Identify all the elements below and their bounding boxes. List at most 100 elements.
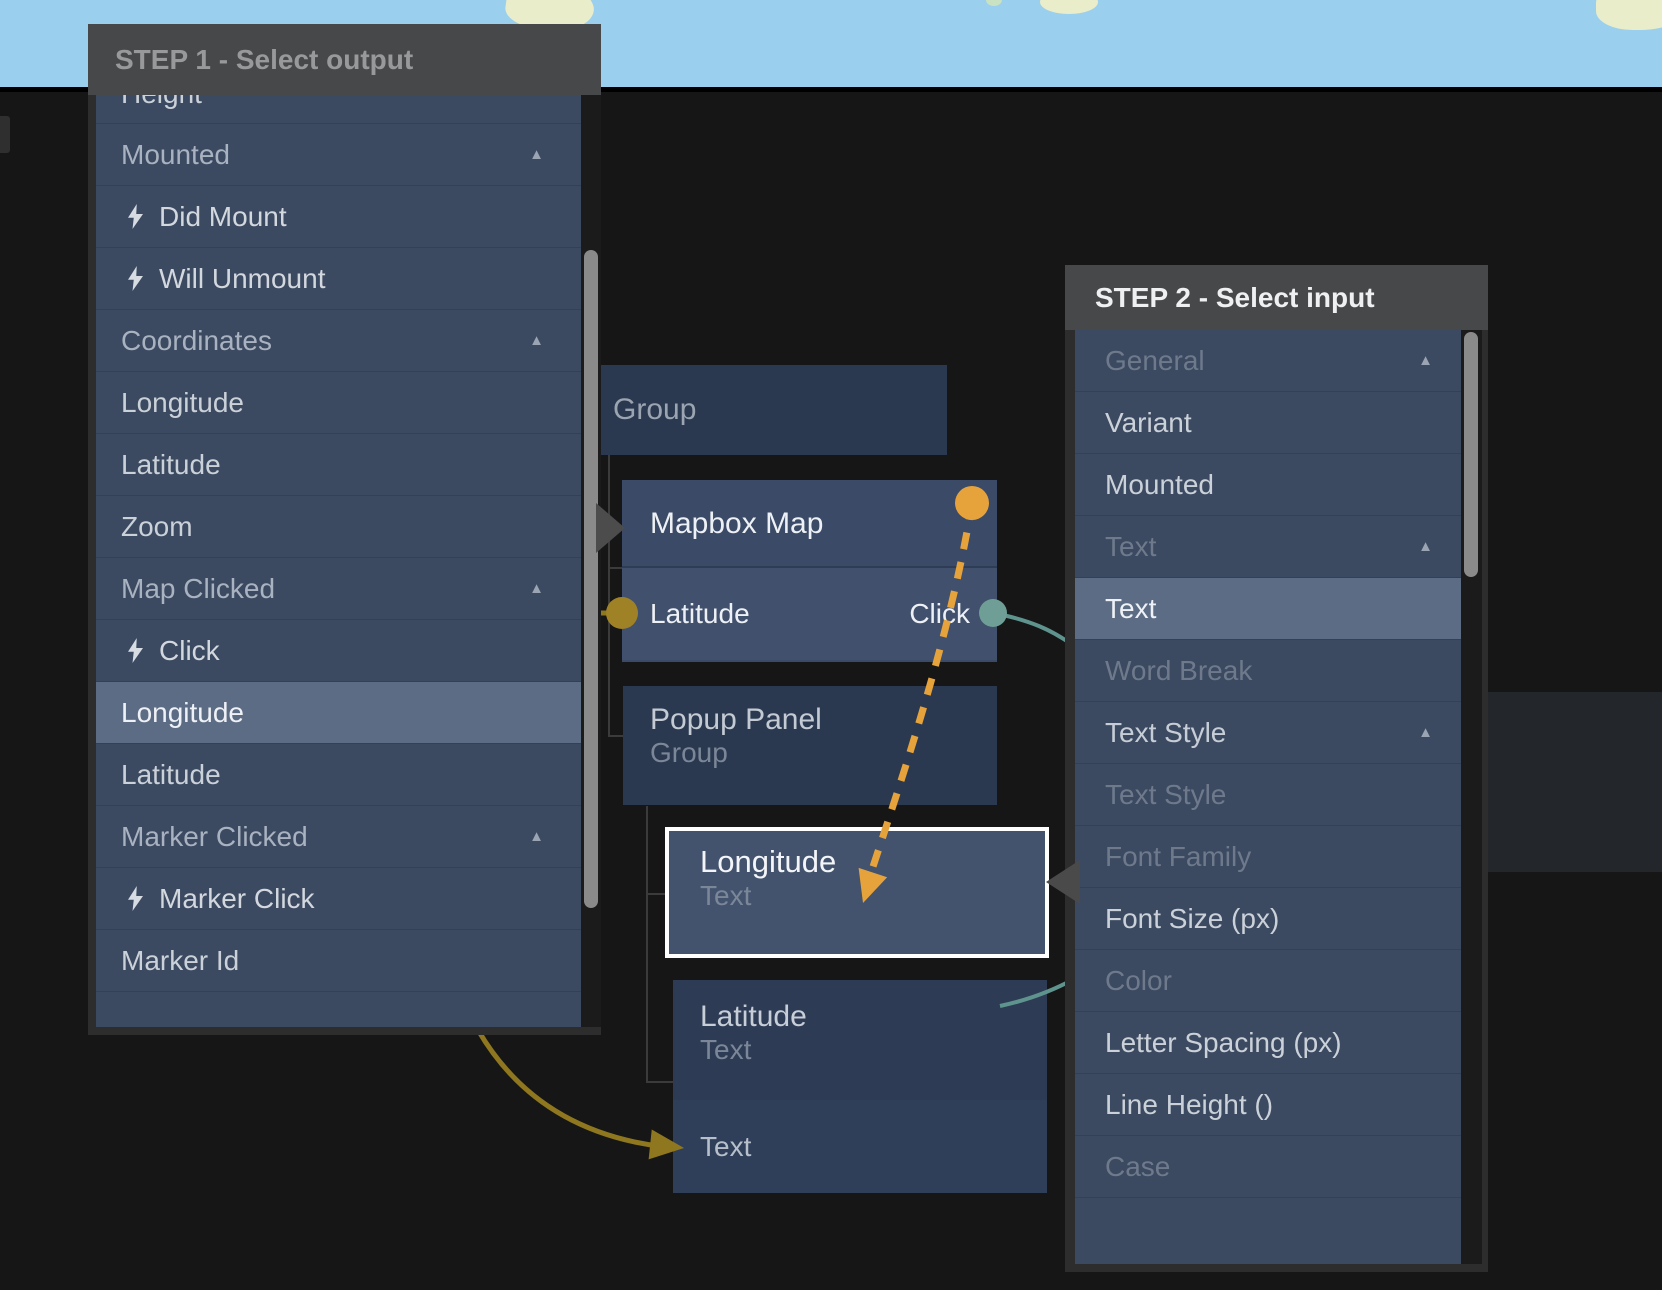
input-port-text[interactable]: Text (673, 1100, 1047, 1193)
step1-item-longitude[interactable]: Longitude (96, 682, 581, 744)
step1-item-mounted[interactable]: Mounted ▲ (96, 124, 581, 186)
step2-item-font-family[interactable]: Font Family (1075, 826, 1461, 888)
node-subtitle: Group (650, 737, 728, 768)
node-latitude-text[interactable]: Latitude Text Text (673, 980, 1047, 1193)
collapse-arrow-icon[interactable]: ▲ (529, 580, 544, 597)
item-label: Color (1105, 964, 1172, 996)
item-label: Longitude (121, 696, 245, 728)
item-label: Mounted (1105, 468, 1214, 500)
item-label: Variant (1105, 406, 1192, 438)
item-label: Did Mount (159, 200, 287, 232)
lightning-bolt-icon (128, 266, 143, 291)
item-label: Will Unmount (159, 262, 326, 294)
step2-item-color[interactable]: Color (1075, 950, 1461, 1012)
lightning-bolt-icon (128, 638, 143, 663)
step1-item-zoom[interactable]: Zoom (96, 496, 581, 558)
item-label: Font Size (px) (1105, 902, 1280, 934)
item-label: Word Break (1105, 654, 1253, 686)
item-label: Line Height () (1105, 1088, 1274, 1120)
item-label: Text (1105, 592, 1157, 624)
step2-item-line-height-[interactable]: Line Height () (1075, 1074, 1461, 1136)
map-land-shape (986, 0, 1002, 6)
background-panel-fragment (1488, 692, 1662, 872)
step2-scrollbar-thumb[interactable] (1464, 332, 1478, 577)
node-title: Popup Panel (650, 703, 822, 736)
lightning-bolt-icon (128, 204, 143, 229)
item-label: Longitude (121, 386, 245, 418)
map-land-shape (1040, 0, 1098, 14)
teal-wire-segment (992, 611, 1076, 648)
node-subtitle: Text (700, 880, 752, 911)
collapse-arrow-icon[interactable]: ▲ (529, 146, 544, 163)
side-panel-tab[interactable] (0, 116, 10, 153)
step2-item-text[interactable]: Text (1075, 578, 1461, 640)
node-longitude-text[interactable]: Longitude Text (665, 827, 1049, 958)
map-land-shape (1596, 0, 1662, 30)
step1-item-longitude[interactable]: Longitude (96, 372, 581, 434)
step1-item-click[interactable]: Click (96, 620, 581, 682)
step2-item-text-style[interactable]: Text Style ▲ (1075, 702, 1461, 764)
node-title: Latitude (700, 1000, 807, 1033)
olive-wire-curve (475, 1028, 667, 1150)
step1-item-will-unmount[interactable]: Will Unmount (96, 248, 581, 310)
step1-item-coordinates[interactable]: Coordinates ▲ (96, 310, 581, 372)
item-label: Map Clicked (121, 572, 276, 604)
item-label: Latitude (121, 448, 221, 480)
node-mapbox-map[interactable]: Mapbox Map Latitude Click (622, 480, 997, 662)
lightning-bolt-icon (128, 886, 143, 911)
step2-item-word-break[interactable]: Word Break (1075, 640, 1461, 702)
collapse-arrow-icon[interactable]: ▲ (529, 332, 544, 349)
step2-item-text[interactable]: Text ▲ (1075, 516, 1461, 578)
item-label: General (1105, 344, 1205, 376)
step2-item-letter-spacing-px-[interactable]: Letter Spacing (px) (1075, 1012, 1461, 1074)
item-label: Zoom (121, 510, 193, 542)
node-popup-panel[interactable]: Popup Panel Group (623, 686, 997, 805)
step2-panel-header: STEP 2 - Select input (1065, 265, 1488, 330)
step1-item-map-clicked[interactable]: Map Clicked ▲ (96, 558, 581, 620)
step1-item-marker-click[interactable]: Marker Click (96, 868, 581, 930)
item-label: Marker Id (121, 944, 240, 976)
step2-item-variant[interactable]: Variant (1075, 392, 1461, 454)
item-label: Latitude (121, 758, 221, 790)
node-title: Longitude (700, 844, 837, 879)
step1-panel-header: STEP 1 - Select output (88, 24, 601, 95)
item-label: Text (1105, 530, 1157, 562)
step2-item-general[interactable]: General ▲ (1075, 330, 1461, 392)
step2-item-font-size-px-[interactable]: Font Size (px) (1075, 888, 1461, 950)
collapse-arrow-icon[interactable]: ▲ (529, 828, 544, 845)
step2-item-mounted[interactable]: Mounted (1075, 454, 1461, 516)
step1-item-height[interactable]: Height (96, 95, 581, 124)
node-title: Mapbox Map (622, 480, 997, 568)
step1-item-latitude[interactable]: Latitude (96, 744, 581, 806)
item-label: Font Family (1105, 840, 1252, 872)
item-label: Letter Spacing (px) (1105, 1026, 1342, 1058)
node-subtitle: Text (700, 1034, 752, 1065)
step1-item-latitude[interactable]: Latitude (96, 434, 581, 496)
item-label: Height (96, 95, 202, 110)
collapse-arrow-icon[interactable]: ▲ (1418, 352, 1433, 369)
collapse-arrow-icon[interactable]: ▲ (1418, 724, 1433, 741)
node-title: Group (613, 393, 697, 426)
item-label: Text Style (1105, 778, 1227, 810)
step2-item-case[interactable]: Case (1075, 1136, 1461, 1198)
item-label: Text Style (1105, 716, 1227, 748)
input-port-latitude[interactable]: Latitude (650, 598, 750, 629)
item-label: Mounted (121, 138, 230, 170)
item-label: Case (1105, 1150, 1171, 1182)
step1-item-did-mount[interactable]: Did Mount (96, 186, 581, 248)
item-label: Marker Click (159, 882, 315, 914)
step1-item-marker-clicked[interactable]: Marker Clicked▲ (96, 806, 581, 868)
step1-scrollbar-thumb[interactable] (584, 250, 598, 908)
step1-item-marker-id[interactable]: Marker Id (96, 930, 581, 992)
item-label: Coordinates (121, 324, 272, 356)
item-label: Click (159, 634, 220, 666)
step2-item-text-style[interactable]: Text Style (1075, 764, 1461, 826)
node-group[interactable]: Group (580, 365, 947, 455)
output-port-click[interactable]: Click (909, 598, 970, 629)
collapse-arrow-icon[interactable]: ▲ (1418, 538, 1433, 555)
